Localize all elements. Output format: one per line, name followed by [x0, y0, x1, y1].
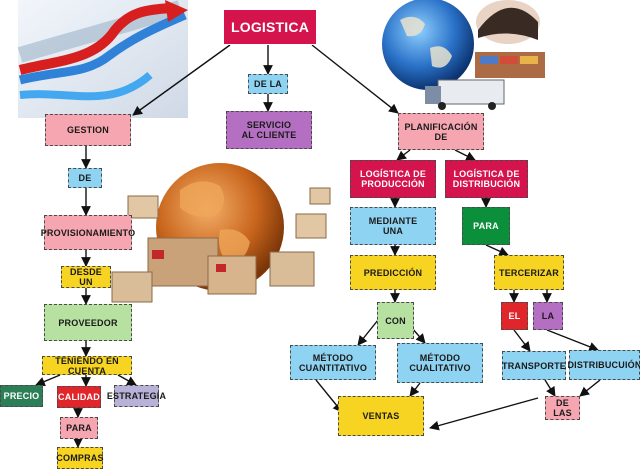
node-metodo-cuantitativo: MÉTODO CUANTITATIVO	[290, 345, 376, 380]
node-tercerizar: TERCERIZAR	[494, 255, 564, 290]
node-de-la: DE LA	[248, 74, 288, 94]
node-para-left: PARA	[60, 417, 98, 439]
node-la: LA	[533, 302, 563, 330]
node-estrategia: ESTRATEGIA	[107, 385, 166, 407]
node-teniendo-en-cuenta: TENIENDO EN CUENTA	[42, 356, 132, 376]
node-distribucion: DISTRIBUCUIÓN	[567, 350, 640, 380]
node-prediccion: PREDICCIÓN	[350, 255, 436, 290]
node-servicio-al-cliente: SERVICIO AL CLIENTE	[226, 111, 312, 149]
node-de: DE	[68, 168, 102, 188]
globe-transport-illustration	[382, 0, 545, 110]
node-transporte: TRANSPORTE	[502, 351, 566, 380]
node-planificacion-de: PLANIFICACIÓN DE	[398, 113, 484, 150]
node-ventas: VENTAS	[338, 396, 424, 436]
node-logistica-de-distribucion: LOGÍSTICA DE DISTRIBUCIÓN	[445, 160, 528, 198]
node-desde-un: DESDE UN	[61, 266, 111, 288]
node-para-right: PARA	[462, 207, 510, 245]
globe-boxes-illustration	[111, 163, 331, 303]
node-con: CON	[377, 302, 414, 339]
arrows-illustration	[17, 0, 188, 118]
node-logistica: LOGISTICA	[223, 9, 317, 45]
node-proveedor: PROVEEDOR	[44, 304, 132, 341]
node-precio: PRECIO	[0, 385, 43, 407]
node-gestion: GESTION	[45, 114, 131, 146]
node-provisionamiento: PROVISIONAMIENTO	[41, 215, 135, 250]
node-mediante-una: MEDIANTE UNA	[350, 207, 436, 245]
node-compras: COMPRAS	[56, 447, 104, 469]
node-logistica-de-produccion: LOGÍSTICA DE PRODUCCIÓN	[350, 160, 436, 198]
node-de-las: DE LAS	[545, 396, 580, 420]
node-calidad: CALIDAD	[57, 386, 101, 408]
node-metodo-cualitativo: MÉTODO CUALITATIVO	[397, 343, 483, 383]
node-el: EL	[501, 302, 528, 330]
connector-arrows	[35, 44, 601, 448]
